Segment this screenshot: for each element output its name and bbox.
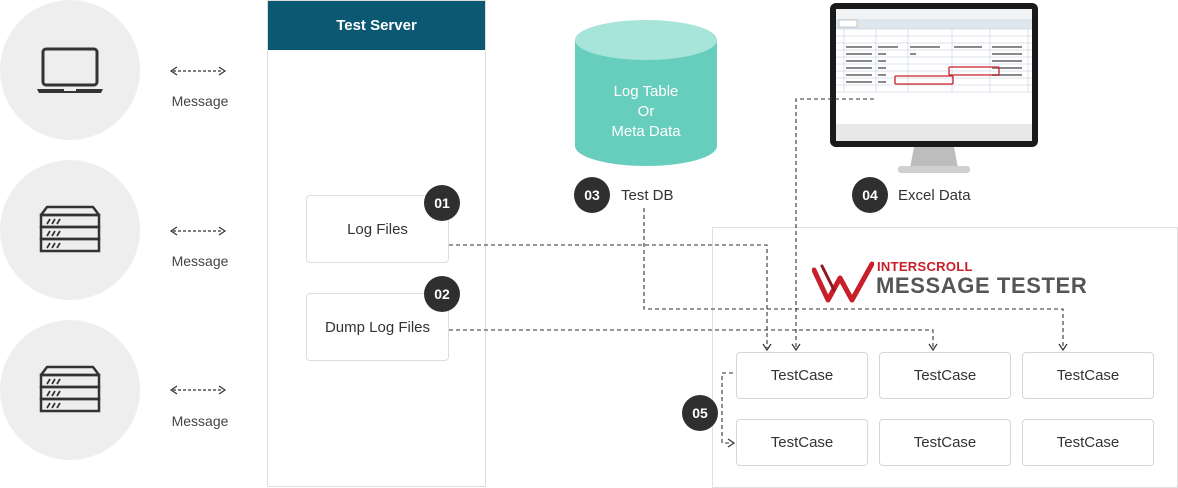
message-arrows (169, 66, 227, 395)
server-rack-icon (39, 205, 101, 253)
message-arrow-2 (169, 226, 227, 236)
server-client-1 (0, 160, 140, 300)
testcase-box[interactable]: TestCase (1022, 419, 1154, 466)
excel-data-caption: Excel Data (898, 187, 971, 204)
connector-excel (795, 98, 874, 348)
brand-name: INTERSCROLL (877, 259, 973, 274)
testcase-box[interactable]: TestCase (736, 419, 868, 466)
connector-testcase-loop (721, 372, 733, 444)
server-client-2 (0, 320, 140, 460)
step-badge-03: 03 (574, 177, 610, 213)
testcase-box[interactable]: TestCase (879, 419, 1011, 466)
spreadsheet-grid (836, 9, 1032, 93)
monitor-icon (830, 3, 1038, 173)
step-badge-05: 05 (682, 395, 718, 431)
test-db-caption: Test DB (621, 187, 674, 204)
message-arrow-3 (169, 385, 227, 395)
testcase-box[interactable]: TestCase (879, 352, 1011, 399)
laptop-client (0, 0, 140, 140)
connector-dump-log (449, 329, 934, 348)
database-icon (575, 20, 717, 166)
dump-log-files-box: Dump Log Files (306, 293, 449, 361)
step-badge-02: 02 (424, 276, 460, 312)
step-badge-04: 04 (852, 177, 888, 213)
connector-test-db (643, 208, 1064, 348)
message-label: Message (171, 413, 229, 429)
message-label: Message (171, 93, 229, 109)
laptop-icon (37, 47, 103, 93)
database-label: Log Table Or Meta Data (611, 83, 681, 140)
message-label: Message (171, 253, 229, 269)
step-badge-01: 01 (424, 185, 460, 221)
product-name: MESSAGE TESTER (876, 273, 1088, 298)
message-arrow-1 (169, 66, 227, 76)
testcase-box[interactable]: TestCase (1022, 352, 1154, 399)
testcase-box[interactable]: TestCase (736, 352, 868, 399)
connector-log-files (449, 244, 768, 348)
test-server-title: Test Server (268, 1, 485, 50)
server-rack-icon (39, 365, 101, 413)
interscroll-logo-icon (812, 261, 874, 303)
